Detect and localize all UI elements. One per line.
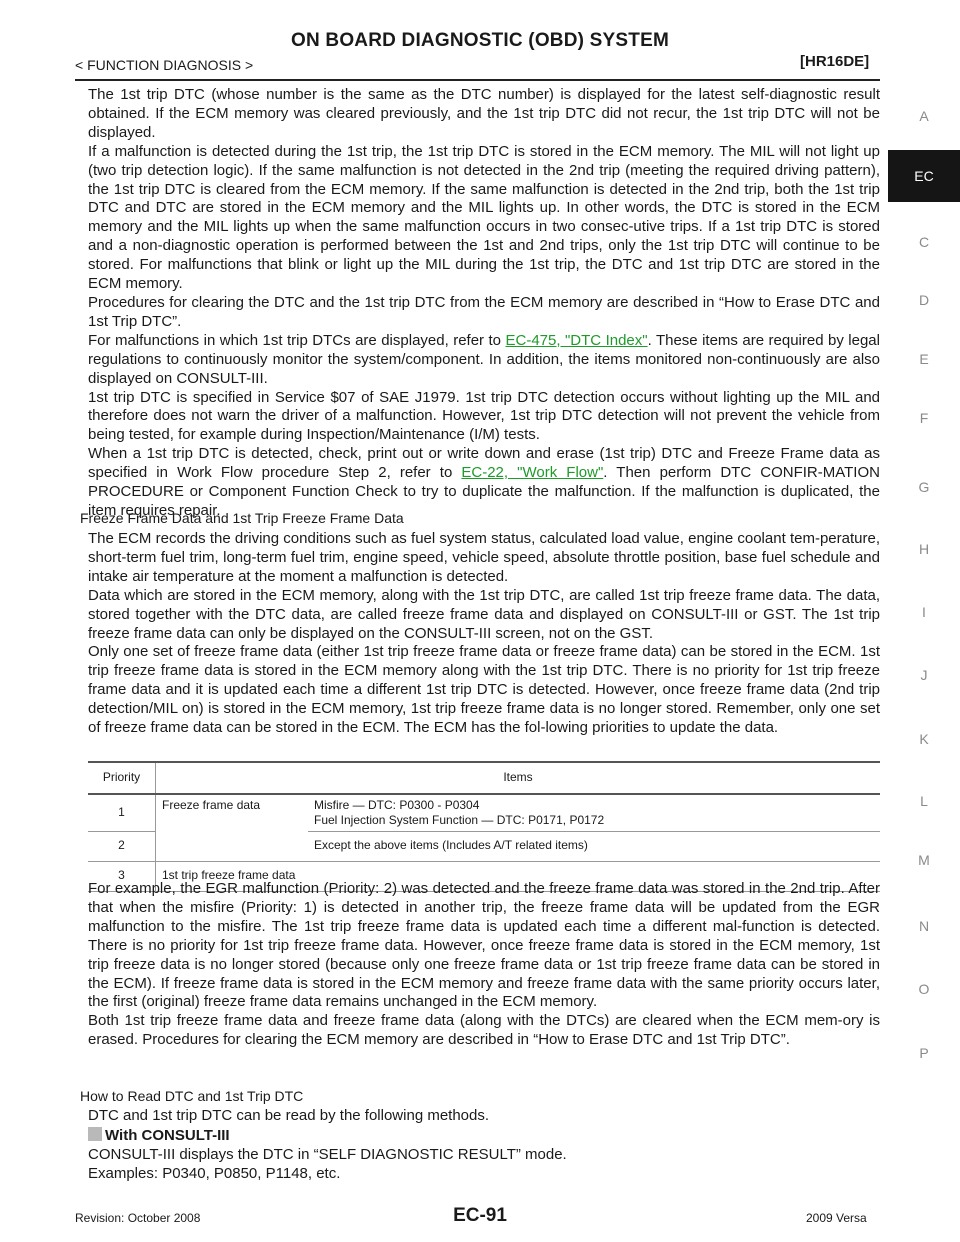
para-clearing-memory: Both 1st trip freeze frame data and free… bbox=[88, 1012, 880, 1049]
link-dtc-index[interactable]: EC-475, "DTC Index" bbox=[505, 331, 648, 349]
detail-misfire: Misfire — DTC: P0300 - P0304 bbox=[314, 798, 480, 812]
breadcrumb: < FUNCTION DIAGNOSIS > bbox=[75, 57, 254, 73]
detail-fuel-injection: Fuel Injection System Function — DTC: P0… bbox=[314, 813, 605, 827]
tab-a[interactable]: A bbox=[919, 108, 929, 124]
tab-k[interactable]: K bbox=[919, 731, 929, 747]
read-intro: DTC and 1st trip DTC can be read by the … bbox=[88, 1107, 490, 1124]
tab-n[interactable]: N bbox=[918, 918, 930, 934]
header-items: Items bbox=[155, 761, 880, 795]
table-row: 1 Freeze frame data Misfire — DTC: P0300… bbox=[88, 794, 880, 862]
cell-priority-3: 3 bbox=[88, 861, 156, 892]
tab-p[interactable]: P bbox=[919, 1045, 929, 1061]
priority-table: Priority Items 1 Freeze frame data Misfi… bbox=[88, 761, 880, 892]
link-work-flow[interactable]: EC-22, "Work Flow" bbox=[461, 464, 604, 482]
header-priority: Priority bbox=[88, 761, 156, 795]
heading-freeze-frame: Freeze Frame Data and 1st Trip Freeze Fr… bbox=[80, 510, 404, 526]
para-clearing-procedure: Procedures for clearing the DTC and the … bbox=[88, 293, 880, 330]
tab-o[interactable]: O bbox=[918, 981, 930, 997]
tab-h[interactable]: H bbox=[918, 541, 930, 557]
freeze-text-block: The ECM records the driving conditions s… bbox=[88, 530, 880, 738]
consult-iii-icon bbox=[88, 1127, 102, 1141]
line-examples: Examples: P0340, P0850, P1148, etc. bbox=[88, 1164, 341, 1182]
footer-revision: Revision: October 2008 bbox=[75, 1211, 201, 1225]
para-one-set-only: Only one set of freeze frame data (eithe… bbox=[88, 643, 880, 737]
tab-i[interactable]: I bbox=[922, 604, 926, 620]
tab-ec[interactable]: EC bbox=[888, 150, 960, 202]
tab-f[interactable]: F bbox=[919, 410, 929, 426]
example-text-block: For example, the EGR malfunction (Priori… bbox=[88, 880, 880, 1050]
cell-freeze-frame-data: Freeze frame data bbox=[155, 794, 308, 862]
consult-label: With CONSULT-III bbox=[88, 1127, 230, 1144]
line-self-diagnostic: CONSULT-III displays the DTC in “SELF DI… bbox=[88, 1146, 567, 1163]
heading-how-to-read: How to Read DTC and 1st Trip DTC bbox=[80, 1088, 304, 1104]
cell-priority-1: 1 bbox=[88, 794, 156, 832]
read-lines: CONSULT-III displays the DTC in “SELF DI… bbox=[88, 1146, 880, 1184]
header-rule bbox=[75, 79, 880, 81]
para-work-flow: When a 1st trip DTC is detected, check, … bbox=[88, 445, 880, 519]
engine-code: [HR16DE] bbox=[800, 53, 870, 70]
para-egr-example: For example, the EGR malfunction (Priori… bbox=[88, 880, 880, 1011]
tab-d[interactable]: D bbox=[918, 292, 930, 308]
para-sae-j1979: 1st trip DTC is specified in Service $07… bbox=[88, 388, 880, 444]
para-latest-result: The 1st trip DTC (whose number is the sa… bbox=[88, 86, 880, 141]
para-driving-conditions: The ECM records the driving conditions s… bbox=[88, 530, 880, 585]
para-dtc-index: For malfunctions in which 1st trip DTCs … bbox=[88, 331, 880, 387]
para-two-trip-logic: If a malfunction is detected during the … bbox=[88, 142, 880, 293]
cell-row2-detail: Except the above items (Includes A/T rel… bbox=[308, 831, 880, 862]
dtc-text-block: The 1st trip DTC (whose number is the sa… bbox=[88, 86, 880, 521]
cell-row1-detail: Misfire — DTC: P0300 - P0304 Fuel Inject… bbox=[308, 794, 880, 832]
tab-g[interactable]: G bbox=[918, 479, 930, 495]
table-row: 3 1st trip freeze frame data bbox=[88, 861, 880, 892]
cell-row3-item: 1st trip freeze frame data bbox=[155, 861, 880, 892]
table-row: 2 Except the above items (Includes A/T r… bbox=[88, 831, 880, 862]
tab-e[interactable]: E bbox=[919, 351, 929, 367]
tab-m[interactable]: M bbox=[918, 852, 930, 868]
tab-l[interactable]: L bbox=[920, 793, 928, 809]
page-number: EC-91 bbox=[453, 1205, 507, 1226]
page-title: ON BOARD DIAGNOSTIC (OBD) SYSTEM bbox=[291, 30, 669, 51]
table-header-row: Priority Items bbox=[88, 761, 880, 795]
tab-j[interactable]: J bbox=[920, 667, 928, 683]
footer-model: 2009 Versa bbox=[806, 1211, 867, 1225]
tab-c[interactable]: C bbox=[918, 234, 930, 250]
para-freeze-frame-data: Data which are stored in the ECM memory,… bbox=[88, 586, 880, 642]
cell-priority-2: 2 bbox=[88, 831, 156, 862]
